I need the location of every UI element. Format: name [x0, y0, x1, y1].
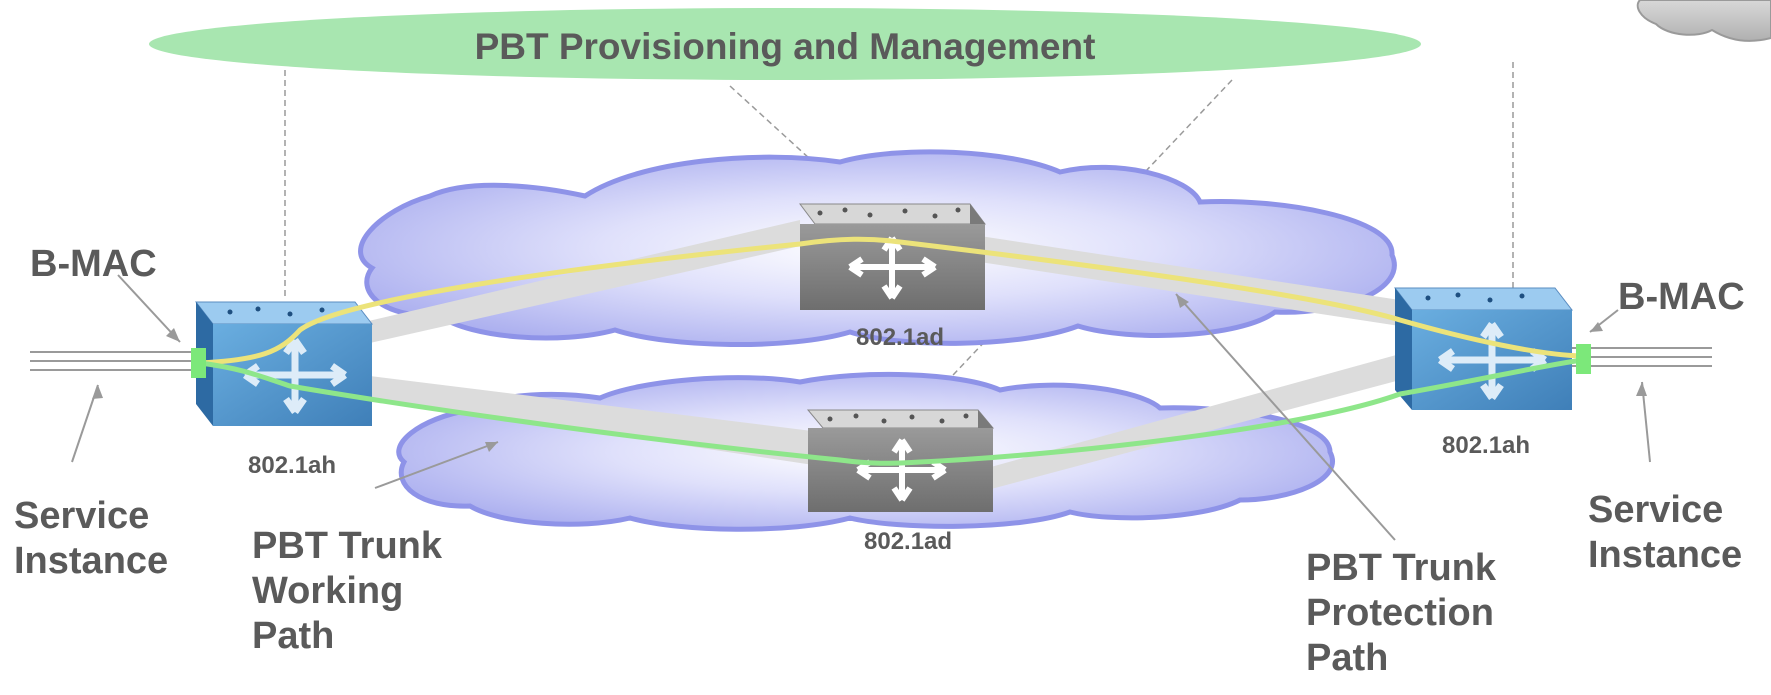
service-instance-label-right: Service Instance: [1588, 488, 1742, 578]
arrows-icon: [1438, 322, 1547, 400]
working-path-line: [199, 357, 1583, 466]
device-label-right-edge: 802.1ah: [1442, 432, 1531, 459]
pointer-arrows: [71, 274, 1651, 541]
service-lines-right: [1572, 347, 1712, 367]
working-line-3: Path: [252, 615, 335, 657]
working-line-2: Working: [252, 570, 404, 612]
bmac-port-left: [191, 348, 206, 378]
protection-line-1: PBT Trunk: [1306, 547, 1497, 589]
arrows-icon: [243, 338, 347, 414]
bmac-label-left: B-MAC: [30, 243, 157, 285]
device-label-top-core: 802.1ad: [856, 324, 945, 351]
device-label-bottom-core: 802.1ad: [864, 528, 953, 555]
working-line-1: PBT Trunk: [252, 525, 443, 567]
working-path-label: PBT Trunk Working Path: [252, 524, 442, 659]
service-line-1: Service: [14, 495, 150, 537]
service-line-2: Instance: [1588, 534, 1743, 576]
protection-line-3: Path: [1306, 637, 1389, 679]
edge-switch-right: [1393, 287, 1574, 410]
service-line-2: Instance: [14, 540, 169, 582]
service-lines-left: [30, 351, 196, 371]
device-label-left-edge: 802.1ah: [248, 452, 337, 479]
grey-cloud-fragment: [1636, 0, 1771, 42]
service-instance-label-left: Service Instance: [14, 494, 168, 584]
protection-line-2: Protection: [1306, 592, 1494, 634]
bmac-label-right: B-MAC: [1618, 276, 1745, 318]
core-switch-top: [799, 203, 986, 310]
service-line-1: Service: [1588, 489, 1724, 531]
protection-path-line: [199, 236, 1583, 366]
arrows-icon: [856, 438, 947, 502]
pointer-arrowheads: [92, 294, 1647, 452]
management-title: PBT Provisioning and Management: [474, 26, 1096, 67]
protection-path-label: PBT Trunk Protection Path: [1306, 546, 1496, 681]
core-switch-bottom: [806, 409, 995, 512]
management-ellipse: [149, 8, 1421, 80]
bmac-port-right: [1576, 344, 1591, 374]
